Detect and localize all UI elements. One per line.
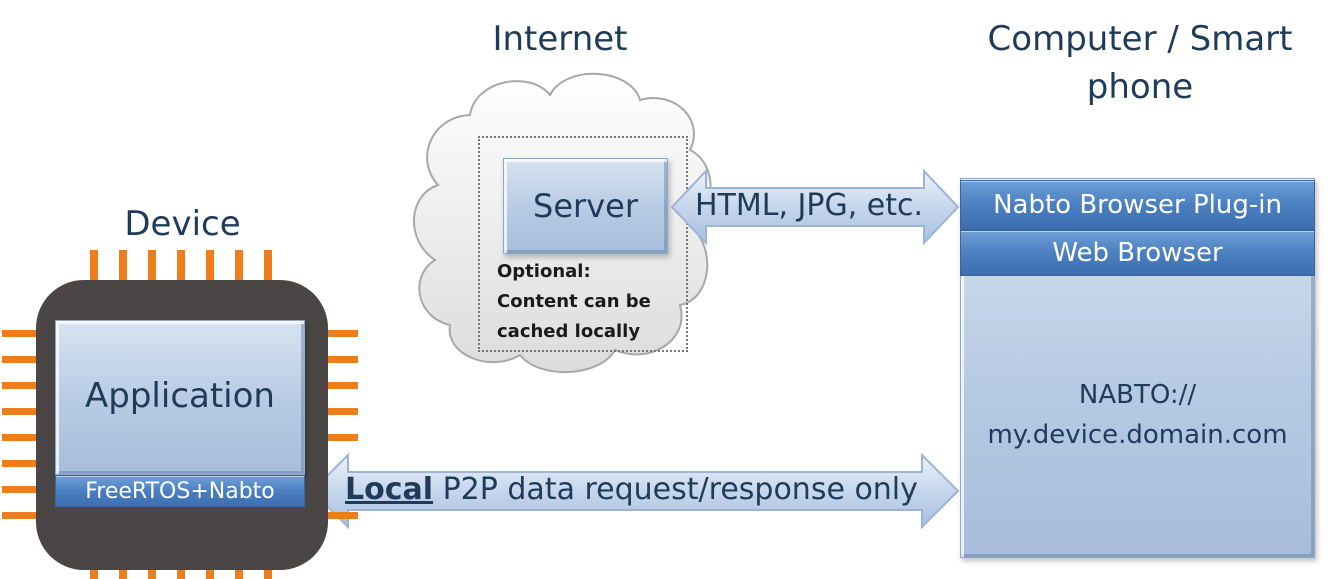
cache-note: Optional: Content can be cached locally xyxy=(497,257,651,347)
chip-pin xyxy=(2,408,40,415)
server-web-double-arrow-icon xyxy=(670,168,960,246)
chip-pin xyxy=(119,250,127,282)
freertos-nabto-bar: FreeRTOS+Nabto xyxy=(55,475,305,507)
chip-pin xyxy=(324,434,358,441)
application-box: Application xyxy=(55,320,305,475)
cache-note-line-1: Optional: xyxy=(497,261,591,282)
bottom-arrow-label: Local P2P data request/response only xyxy=(345,472,918,507)
server-box: Server xyxy=(503,158,668,254)
chip-pin xyxy=(2,356,40,363)
application-label: Application xyxy=(85,376,275,416)
browser-url: NABTO:// my.device.domain.com xyxy=(960,375,1315,455)
url-line-2: my.device.domain.com xyxy=(987,420,1288,450)
chip-pin xyxy=(2,460,40,467)
freertos-nabto-label: FreeRTOS+Nabto xyxy=(85,478,275,504)
chip-pin xyxy=(324,408,358,415)
web-browser-bar: Web Browser xyxy=(960,230,1315,276)
p2p-description: P2P data request/response only xyxy=(433,472,918,507)
local-emphasis: Local xyxy=(345,472,434,507)
internet-heading: Internet xyxy=(492,19,628,59)
chip-pin xyxy=(2,512,40,519)
web-browser-label: Web Browser xyxy=(1052,238,1223,268)
chip-pin xyxy=(324,330,358,337)
cache-note-line-2: Content can be xyxy=(497,291,651,312)
chip-pin xyxy=(235,250,243,282)
nabto-plugin-label: Nabto Browser Plug-in xyxy=(993,190,1282,220)
computer-heading: Computer / Smart phone xyxy=(987,19,1293,107)
server-label: Server xyxy=(533,187,638,225)
chip-pin xyxy=(324,382,358,389)
cache-note-line-3: cached locally xyxy=(497,321,641,342)
chip-pin xyxy=(2,382,40,389)
chip-pin xyxy=(2,330,40,337)
device-heading: Device xyxy=(124,204,241,244)
chip-pin xyxy=(2,434,40,441)
optional-cache-region xyxy=(478,136,688,352)
chip-pin xyxy=(264,250,272,282)
chip-pin xyxy=(206,250,214,282)
chip-pin xyxy=(324,356,358,363)
chip-pin xyxy=(148,250,156,282)
chip-pin xyxy=(90,250,98,282)
chip-pin xyxy=(324,512,358,519)
chip-pin xyxy=(2,486,40,493)
url-line-1: NABTO:// xyxy=(1078,380,1197,410)
nabto-plugin-bar: Nabto Browser Plug-in xyxy=(960,180,1315,230)
top-arrow-label: HTML, JPG, etc. xyxy=(695,188,924,223)
chip-pin xyxy=(177,250,185,282)
